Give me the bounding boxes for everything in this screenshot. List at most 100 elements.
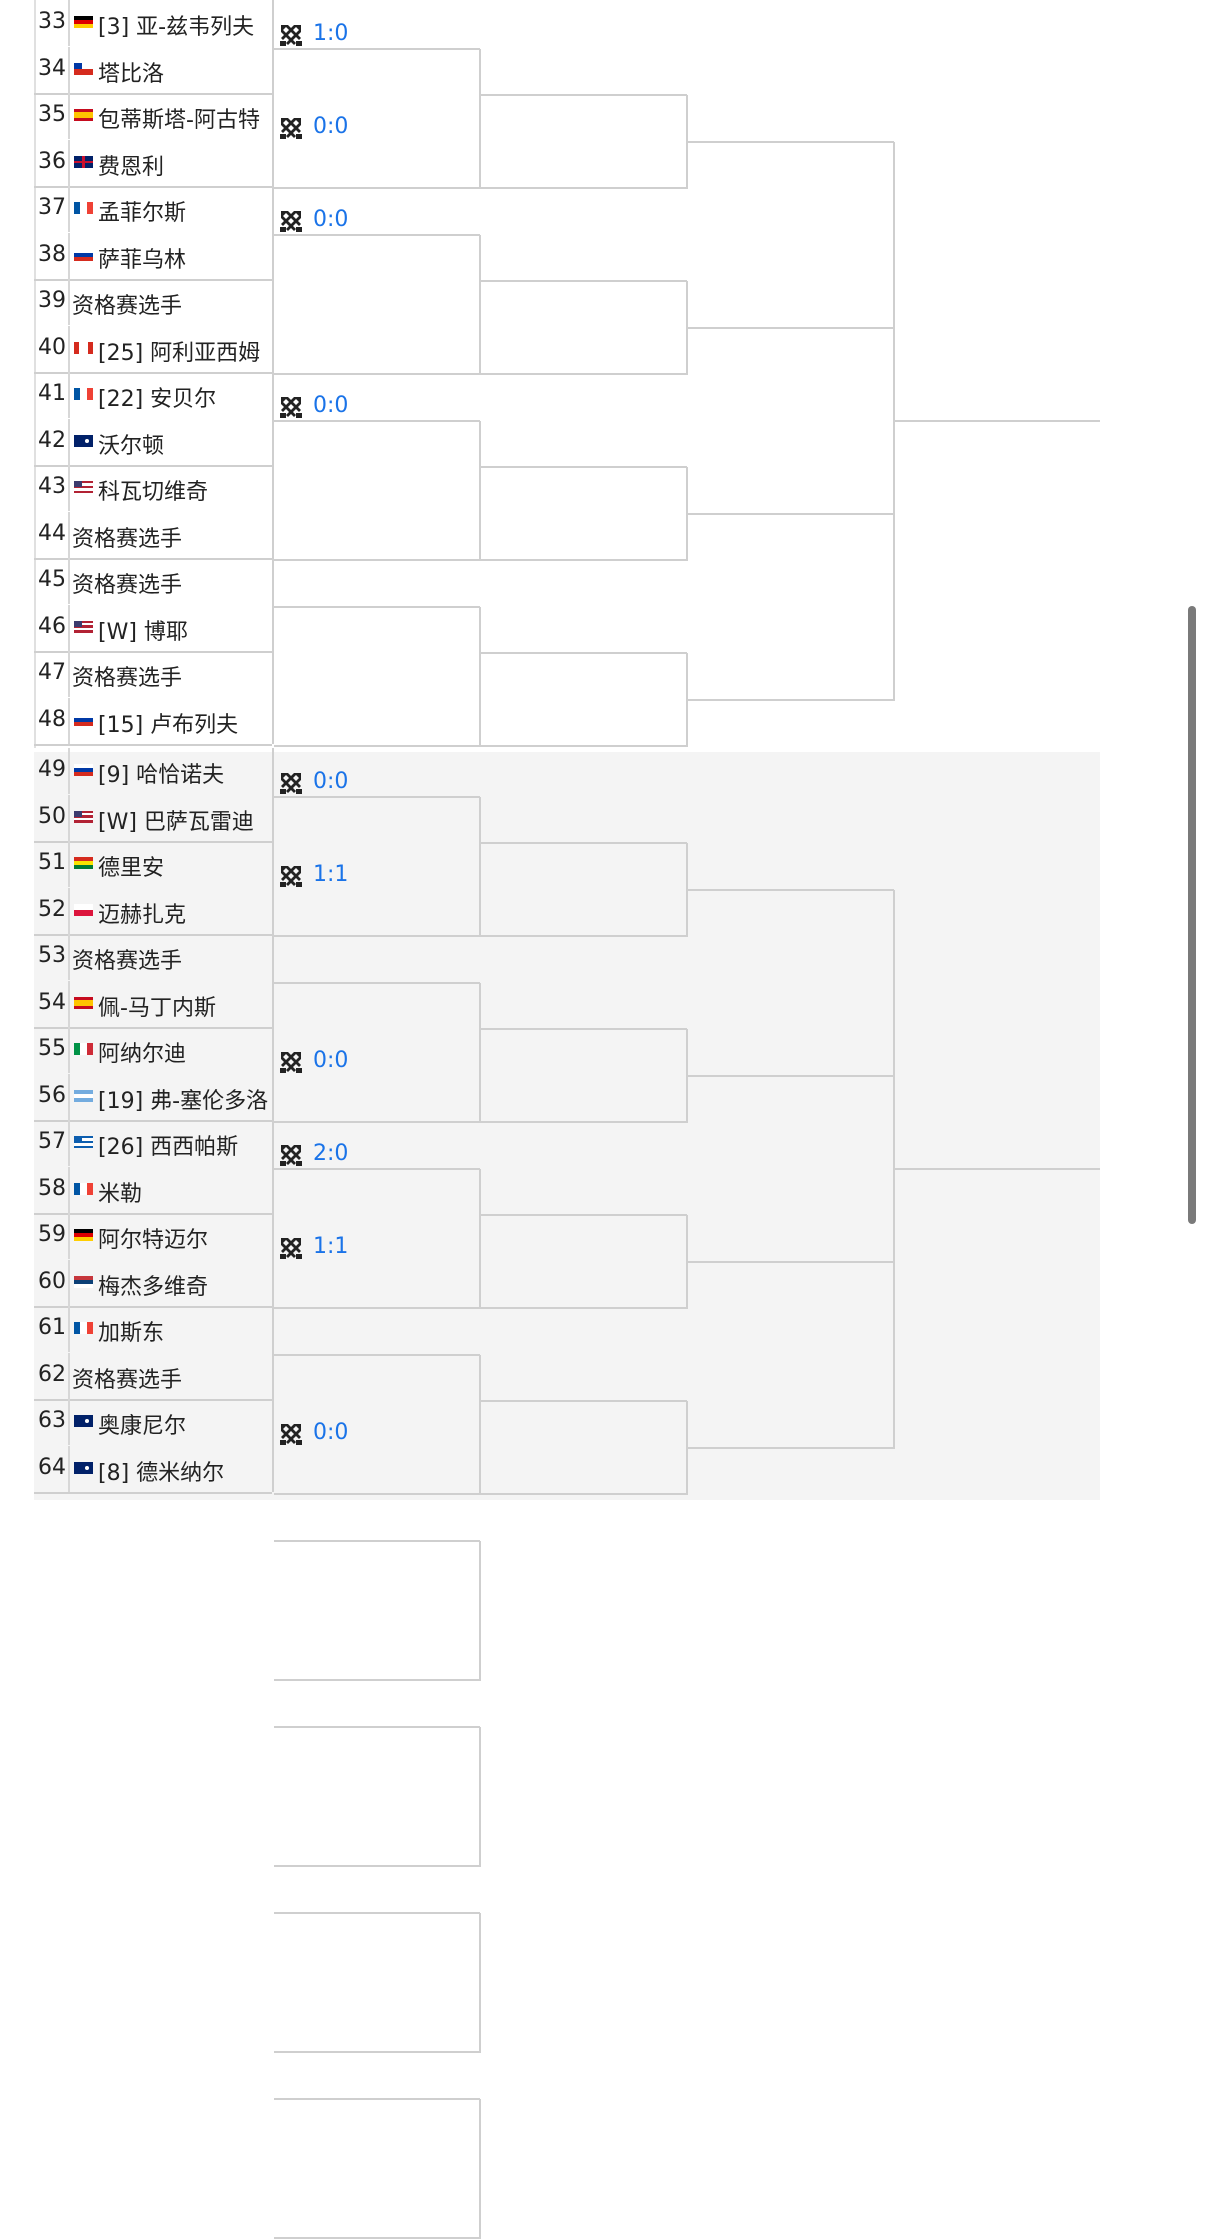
player-name[interactable]: 资格赛选手 xyxy=(72,1362,182,1394)
player-name[interactable]: [25] 阿利亚西姆 xyxy=(98,335,260,367)
bracket-line xyxy=(479,421,481,562)
number-divider xyxy=(68,1027,70,1073)
player-name[interactable]: 费恩利 xyxy=(98,149,164,181)
player-name[interactable]: [W] 巴萨瓦雷迪 xyxy=(98,804,254,836)
crossed-rackets-icon[interactable] xyxy=(278,1142,304,1168)
h2h-score-link[interactable]: 1:1 xyxy=(313,862,348,887)
player-name[interactable]: 米勒 xyxy=(98,1176,142,1208)
h2h-score-link[interactable]: 0:0 xyxy=(313,769,348,794)
player-name[interactable]: [19] 弗-塞伦多洛 xyxy=(98,1083,268,1115)
crossed-rackets-icon[interactable] xyxy=(278,1421,304,1447)
bracket-line xyxy=(274,1121,480,1123)
player-seed-number: 50 xyxy=(38,804,68,829)
player-name[interactable]: 包蒂斯塔-阿古特 xyxy=(98,102,260,134)
match-box-border xyxy=(272,465,274,558)
player-name[interactable]: 阿尔特迈尔 xyxy=(98,1222,208,1254)
h2h-score-link[interactable]: 0:0 xyxy=(313,207,348,232)
player-name[interactable]: 梅杰多维奇 xyxy=(98,1269,208,1301)
match-box-border xyxy=(272,1213,274,1306)
bracket-line xyxy=(274,796,480,798)
player-row[interactable]: 50 [W] 巴萨瓦雷迪 xyxy=(34,795,272,843)
player-name[interactable]: [W] 博耶 xyxy=(98,614,188,646)
player-row[interactable]: 40[25] 阿利亚西姆 xyxy=(34,326,272,374)
player-name[interactable]: [26] 西西帕斯 xyxy=(98,1129,238,1161)
player-name[interactable]: 沃尔顿 xyxy=(98,428,164,460)
player-name[interactable]: 德里安 xyxy=(98,850,164,882)
player-name[interactable]: 萨菲乌林 xyxy=(98,242,186,274)
player-row[interactable]: 46 [W] 博耶 xyxy=(34,605,272,653)
scrollbar[interactable] xyxy=(1188,606,1196,1224)
player-row[interactable]: 41[22] 安贝尔 xyxy=(34,372,272,418)
crossed-rackets-icon[interactable] xyxy=(278,208,304,234)
number-divider xyxy=(68,1399,70,1445)
player-row[interactable]: 57[26] 西西帕斯 xyxy=(34,1120,272,1166)
h2h-score-link[interactable]: 0:0 xyxy=(313,393,348,418)
player-name[interactable]: 佩-马丁内斯 xyxy=(98,990,216,1022)
player-name[interactable]: 加斯东 xyxy=(98,1315,164,1347)
player-name[interactable]: 资格赛选手 xyxy=(72,660,182,692)
h2h-score-link[interactable]: 0:0 xyxy=(313,1420,348,1445)
crossed-rackets-icon[interactable] xyxy=(278,115,304,141)
player-row[interactable]: 48[15] 卢布列夫 xyxy=(34,698,272,746)
crossed-rackets-icon[interactable] xyxy=(278,1049,304,1075)
crossed-rackets-icon[interactable] xyxy=(278,1235,304,1261)
player-name[interactable]: 资格赛选手 xyxy=(72,288,182,320)
h2h-score-link[interactable]: 1:1 xyxy=(313,1234,348,1259)
player-name[interactable]: 塔比洛 xyxy=(98,56,164,88)
player-name[interactable]: 奥康尼尔 xyxy=(98,1408,186,1440)
crossed-rackets-icon[interactable] xyxy=(278,863,304,889)
player-name[interactable]: 资格赛选手 xyxy=(72,943,182,975)
flag-fr-icon xyxy=(74,1322,93,1334)
match-box-border xyxy=(272,372,274,465)
player-name[interactable]: 迈赫扎克 xyxy=(98,897,186,929)
flag-ru-icon xyxy=(74,714,93,726)
player-name[interactable]: 资格赛选手 xyxy=(72,521,182,553)
player-row[interactable]: 33[3] 亚-兹韦列夫 xyxy=(34,0,272,46)
h2h-score-link[interactable]: 0:0 xyxy=(313,114,348,139)
player-name[interactable]: 阿纳尔迪 xyxy=(98,1036,186,1068)
player-name[interactable]: [9] 哈恰诺夫 xyxy=(98,757,224,789)
player-row[interactable]: 56[19] 弗-塞伦多洛 xyxy=(34,1074,272,1122)
bracket-line xyxy=(480,935,687,937)
h2h-score-link[interactable]: 1:0 xyxy=(313,21,348,46)
h2h-score-link[interactable]: 0:0 xyxy=(313,1048,348,1073)
player-name[interactable]: [8] 德米纳尔 xyxy=(98,1455,224,1487)
number-divider xyxy=(68,841,70,887)
player-name[interactable]: [15] 卢布列夫 xyxy=(98,707,238,739)
player-name[interactable]: 资格赛选手 xyxy=(72,567,182,599)
player-row[interactable]: 49[9] 哈恰诺夫 xyxy=(34,748,272,794)
player-name[interactable]: [3] 亚-兹韦列夫 xyxy=(98,9,254,41)
crossed-rackets-icon[interactable] xyxy=(278,770,304,796)
player-row[interactable]: 64[8] 德米纳尔 xyxy=(34,1446,272,1494)
player-seed-number: 46 xyxy=(38,614,68,639)
player-name[interactable]: 科瓦切维奇 xyxy=(98,474,208,506)
bracket-line xyxy=(480,1400,687,1402)
player-name[interactable]: [22] 安贝尔 xyxy=(98,381,216,413)
h2h-score-link[interactable]: 2:0 xyxy=(313,1141,348,1166)
crossed-rackets-icon[interactable] xyxy=(278,394,304,420)
crossed-rackets-icon[interactable] xyxy=(278,22,304,48)
player-name[interactable]: 孟菲尔斯 xyxy=(98,195,186,227)
